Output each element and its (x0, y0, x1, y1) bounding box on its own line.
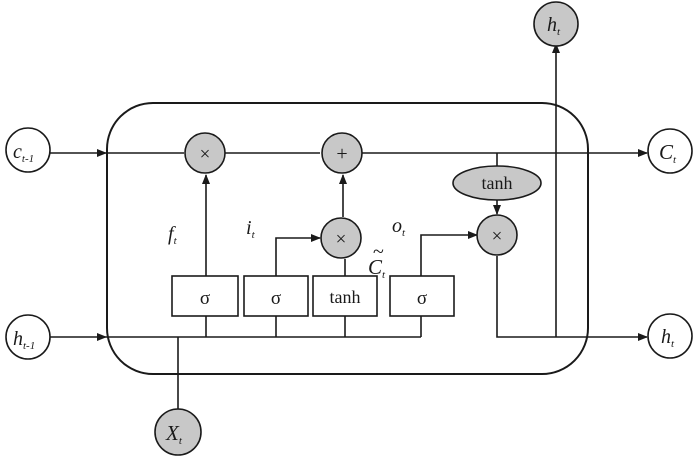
output-h-top: ht (533, 1, 579, 47)
forget-multiply-node: × (184, 132, 226, 174)
input-multiply-symbol: × (336, 229, 347, 250)
x-sub: t (179, 435, 183, 447)
input-x: Xt (154, 408, 202, 456)
svg-text:ht-1: ht-1 (13, 328, 35, 352)
label-c-tilde: ~ Ct (368, 241, 386, 281)
label-f: ft (168, 223, 178, 247)
label-i: it (246, 217, 256, 241)
h-prev-main: h (13, 328, 23, 350)
svg-text:Ct: Ct (368, 255, 386, 281)
output-gate-box (389, 275, 455, 317)
c-prev-sub: t-1 (22, 153, 34, 165)
svg-text:ct-1: ct-1 (13, 141, 34, 165)
lstm-cell-boundary (106, 102, 589, 375)
ht-right-sub: t (671, 338, 675, 350)
candidate-gate-box (312, 275, 378, 317)
output-multiply-node: × (476, 214, 518, 256)
cell-add-symbol: + (336, 143, 347, 165)
ct-sub: t (673, 154, 677, 166)
f-main: f (168, 223, 176, 245)
ht-top-main: h (547, 14, 557, 36)
input-gate-label: σ (271, 288, 281, 309)
ct-main: C (659, 140, 674, 164)
output-multiply-symbol: × (492, 226, 503, 247)
cell-tanh-label: tanh (482, 173, 513, 193)
candidate-gate-label: tanh (330, 287, 361, 307)
input-c-prev: ct-1 (5, 127, 51, 173)
cell-add-node: + (321, 132, 363, 174)
label-o: ot (392, 215, 406, 239)
i-sub: t (252, 229, 256, 241)
output-h-right: ht (647, 313, 693, 359)
connection-lines (50, 43, 648, 410)
output-c: Ct (647, 128, 693, 174)
svg-text:ht: ht (547, 14, 561, 38)
svg-text:Xt: Xt (165, 421, 183, 447)
o-main: o (392, 215, 402, 237)
c-prev-main: c (13, 141, 22, 163)
ht-top-sub: t (557, 26, 561, 38)
cell-tanh-ellipse (452, 165, 542, 201)
ht-right-main: h (661, 326, 671, 348)
c-tilde-main: C (368, 255, 383, 279)
forget-gate-label: σ (200, 288, 210, 309)
line-output-mult-to-ht (496, 256, 648, 341)
o-sub: t (402, 227, 406, 239)
line-input-gate-to-mult (275, 234, 321, 276)
input-multiply-node: × (320, 217, 362, 259)
gate-output: σ (389, 275, 455, 317)
forget-multiply-symbol: × (200, 144, 211, 165)
forget-gate-box (171, 275, 239, 317)
c-tilde-accent: ~ (373, 241, 384, 263)
c-tilde-sub: t (382, 269, 386, 281)
gate-input: σ (243, 275, 309, 317)
line-output-gate-to-mult (420, 231, 478, 276)
i-main: i (246, 217, 252, 239)
input-h-prev: ht-1 (5, 314, 51, 360)
input-gate-box (243, 275, 309, 317)
h-prev-sub: t-1 (23, 340, 35, 352)
svg-text:ht: ht (661, 326, 675, 350)
f-sub: t (174, 235, 178, 247)
output-gate-label: σ (417, 288, 427, 309)
cell-tanh: tanh (452, 165, 542, 201)
gate-candidate: tanh (312, 275, 378, 317)
svg-text:Ct: Ct (659, 140, 677, 166)
x-main: X (165, 421, 180, 445)
gate-forget: σ (171, 275, 239, 317)
